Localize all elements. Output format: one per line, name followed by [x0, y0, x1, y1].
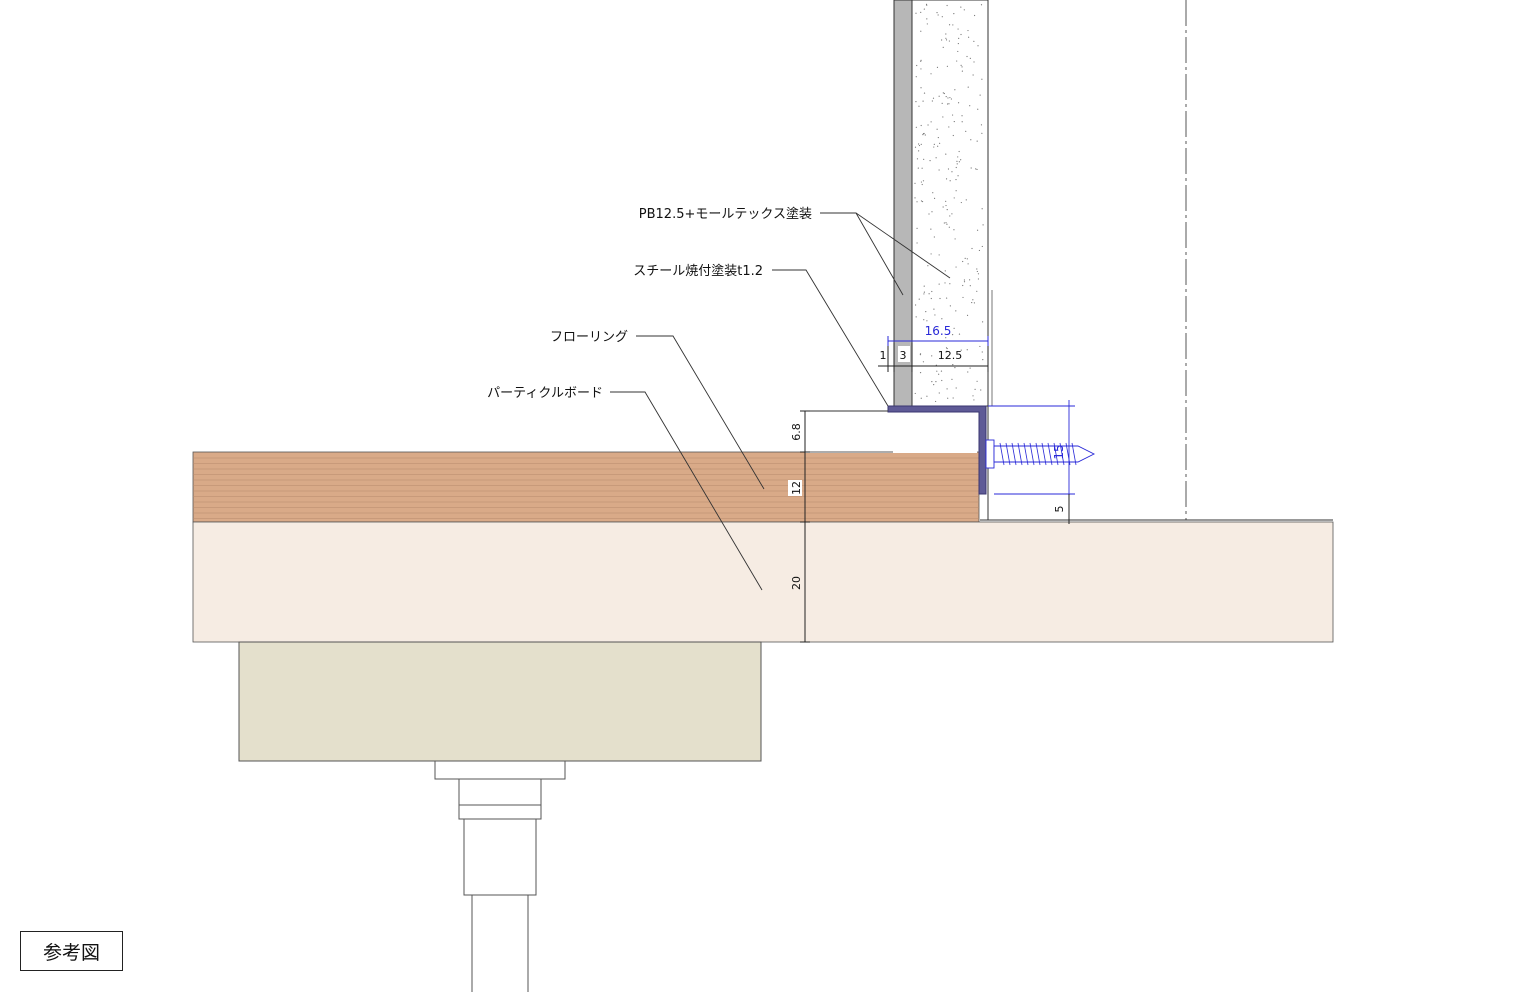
flooring-grain — [193, 457, 979, 519]
dimension-12-5: 12.5 — [938, 349, 963, 362]
particle-board — [192, 521, 1334, 643]
post-plate — [434, 760, 566, 780]
leader-flooring — [636, 335, 765, 490]
gypsum-board — [893, 0, 913, 407]
dimension-5: 5 — [1053, 506, 1066, 513]
flooring — [192, 451, 980, 523]
label-steel: スチール焼付塗装t1.2 — [633, 263, 763, 279]
leader-steel — [772, 269, 889, 407]
dimension-15: 15 — [1052, 444, 1066, 459]
dimension-horizontal-blue — [887, 336, 989, 346]
dimension-16-5: 16.5 — [925, 324, 952, 338]
dimension-3: 3 — [900, 349, 907, 362]
label-pb-paint: PB12.5+モールテックス塗装 — [639, 206, 812, 222]
screw — [985, 439, 1096, 469]
post-nut — [458, 778, 542, 820]
dimension-chain-left — [800, 410, 893, 643]
label-particle-board: パーティクルボード — [487, 386, 603, 401]
floor-joist — [238, 641, 762, 762]
dim-3-bg — [898, 346, 910, 362]
dimension-screw-blue — [988, 400, 1075, 500]
wall-core — [911, 0, 989, 407]
dimension-12: 12 — [790, 481, 803, 495]
dimension-1: 1 — [880, 349, 887, 362]
reference-box: 参考図 — [20, 931, 123, 971]
trim-cavity — [805, 411, 977, 453]
dim-12-bg — [788, 480, 802, 496]
leader-particle-board — [610, 391, 763, 591]
leader-pb-paint-2 — [855, 212, 951, 279]
label-flooring: フローリング — [550, 330, 628, 345]
leader-pb-paint — [820, 212, 904, 296]
dimension-20: 20 — [790, 576, 803, 590]
post-body — [463, 818, 537, 896]
dimension-6-8: 6.8 — [790, 423, 803, 441]
steel-trim — [887, 405, 987, 495]
